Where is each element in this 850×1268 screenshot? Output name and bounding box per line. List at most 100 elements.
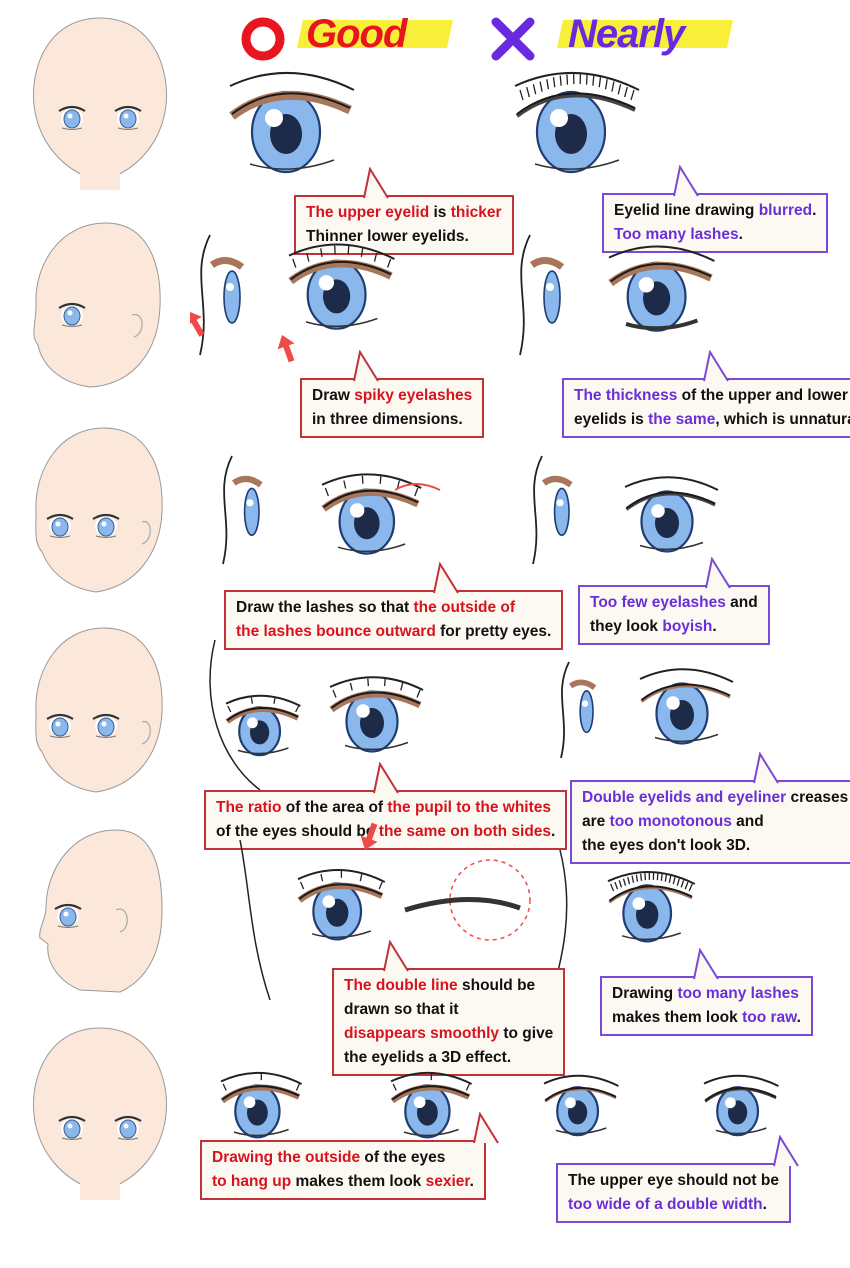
head-figure <box>33 1027 167 1200</box>
caption-line: to hang up makes them look sexier. <box>212 1170 474 1194</box>
caption-segment: Draw <box>312 387 355 404</box>
red-arrow-icon <box>360 822 378 850</box>
caption-line: Drawing too many lashes <box>612 982 801 1006</box>
head-figure <box>35 427 163 593</box>
header: Good Nearly <box>0 6 850 61</box>
eye-comparison <box>190 234 715 363</box>
caption-tail <box>433 562 459 594</box>
caption-tail <box>473 1112 499 1144</box>
caption-tail <box>363 167 389 199</box>
eye-illustrations <box>222 455 719 565</box>
caption-line: Eyelid line drawing blurred. <box>614 199 816 223</box>
caption-segment: Draw the lashes so that <box>236 599 414 616</box>
caption-segment: of the eyes should be <box>216 823 379 840</box>
caption-segment: and <box>725 594 758 611</box>
head-figure <box>35 627 163 793</box>
caption-segment: The upper eye should not be <box>568 1172 779 1189</box>
head-illustration <box>35 627 163 793</box>
head-illustration <box>39 829 163 993</box>
caption-segment: The double line <box>344 977 458 994</box>
caption-segment: Too many lashes <box>614 226 739 243</box>
good-caption: Draw spiky eyelashes in three dimensions. <box>300 378 485 438</box>
caption-tail <box>703 350 729 382</box>
caption-tail <box>383 940 409 972</box>
caption-line: eyelids is the same, which is unnatural. <box>574 408 850 432</box>
caption-segment: . <box>712 618 717 635</box>
caption-segment: they look <box>590 618 663 635</box>
caption-segment: too raw <box>742 1009 797 1026</box>
caption-segment: Double eyelids and eyeliner <box>582 789 787 806</box>
caption-segment: should be <box>457 977 536 994</box>
caption-line: The thickness of the upper and lower <box>574 384 850 408</box>
caption-segment: The upper eyelid <box>306 204 430 221</box>
caption-segment: drawn so that it <box>344 1001 459 1018</box>
eye-illustrations <box>229 72 640 174</box>
caption-segment: . <box>458 411 463 428</box>
eye-comparison <box>220 1071 779 1139</box>
caption-segment: in three dimensions <box>312 411 459 428</box>
caption-tail <box>753 752 779 784</box>
caption-line: the eyelids a 3D effect. <box>344 1046 553 1070</box>
eye-illustrations <box>209 639 734 791</box>
caption-segment: the same on both sides <box>378 823 552 840</box>
good-caption: Draw the lashes so that the outside of th… <box>224 590 564 650</box>
red-arrow-icon <box>277 335 295 363</box>
good-label: Good <box>306 12 407 56</box>
caption-tail <box>373 762 399 794</box>
caption-segment: too many lashes <box>677 985 799 1002</box>
caption-line: the eyes don't look 3D. <box>582 834 848 858</box>
circle-mark-icon <box>241 17 285 61</box>
caption-segment: Drawing the outside <box>212 1149 361 1166</box>
caption-segment: are <box>582 813 610 830</box>
eye-comparison <box>239 822 696 1001</box>
caption-line: Draw spiky eyelashes <box>312 384 472 408</box>
head-illustration <box>33 1027 167 1200</box>
caption-segment: the outside of <box>413 599 516 616</box>
head-illustration <box>35 427 163 593</box>
eye-comparison <box>229 72 640 174</box>
nearly-label: Nearly <box>568 12 685 56</box>
caption-segment: Thinner lower eyelids. <box>306 228 469 245</box>
caption-tail <box>705 557 731 589</box>
caption-segment: too monotonous <box>609 813 732 830</box>
caption-segment: disappears smoothly <box>344 1025 500 1042</box>
caption-line: The ratio of the area of the pupil to th… <box>216 796 555 820</box>
caption-segment: makes them look <box>291 1173 426 1190</box>
caption-segment: Drawing <box>612 985 678 1002</box>
caption-line: The upper eyelid is thicker <box>306 201 502 225</box>
caption-tail <box>353 350 379 382</box>
caption-segment: the eyelids a 3D effect <box>344 1049 507 1066</box>
caption-line: makes them look too raw. <box>612 1006 801 1030</box>
caption-segment: of the upper and lower <box>677 387 848 404</box>
head-figure <box>33 222 161 388</box>
head-illustration <box>33 17 167 190</box>
caption-line: of the eyes should be the same on both s… <box>216 820 555 844</box>
caption-segment: . <box>762 1196 767 1213</box>
caption-line: too wide of a double width. <box>568 1193 779 1217</box>
caption-line: Drawing the outside of the eyes <box>212 1146 474 1170</box>
caption-segment: Too few eyelashes <box>590 594 726 611</box>
caption-segment: makes them look <box>612 1009 743 1026</box>
caption-segment: is <box>429 204 451 221</box>
caption-segment: The ratio <box>216 799 282 816</box>
caption-segment: , which is unnatural. <box>715 411 850 428</box>
caption-line: Too few eyelashes and <box>590 591 758 615</box>
caption-line: the lashes bounce outward for pretty eye… <box>236 620 551 644</box>
head-illustration <box>33 222 161 388</box>
caption-segment: sexier <box>425 1173 470 1190</box>
caption-segment: Eyelid line drawing <box>614 202 759 219</box>
cross-mark-icon <box>491 17 535 61</box>
caption-segment: the pupil to the whites <box>387 799 551 816</box>
caption-segment: thicker <box>450 204 502 221</box>
eye-illustrations <box>190 234 715 363</box>
caption-segment: and <box>731 813 764 830</box>
caption-segment: blurred <box>758 202 813 219</box>
caption-segment: to give <box>499 1025 554 1042</box>
caption-line: The double line should be <box>344 974 553 998</box>
caption-segment: . <box>812 202 817 219</box>
